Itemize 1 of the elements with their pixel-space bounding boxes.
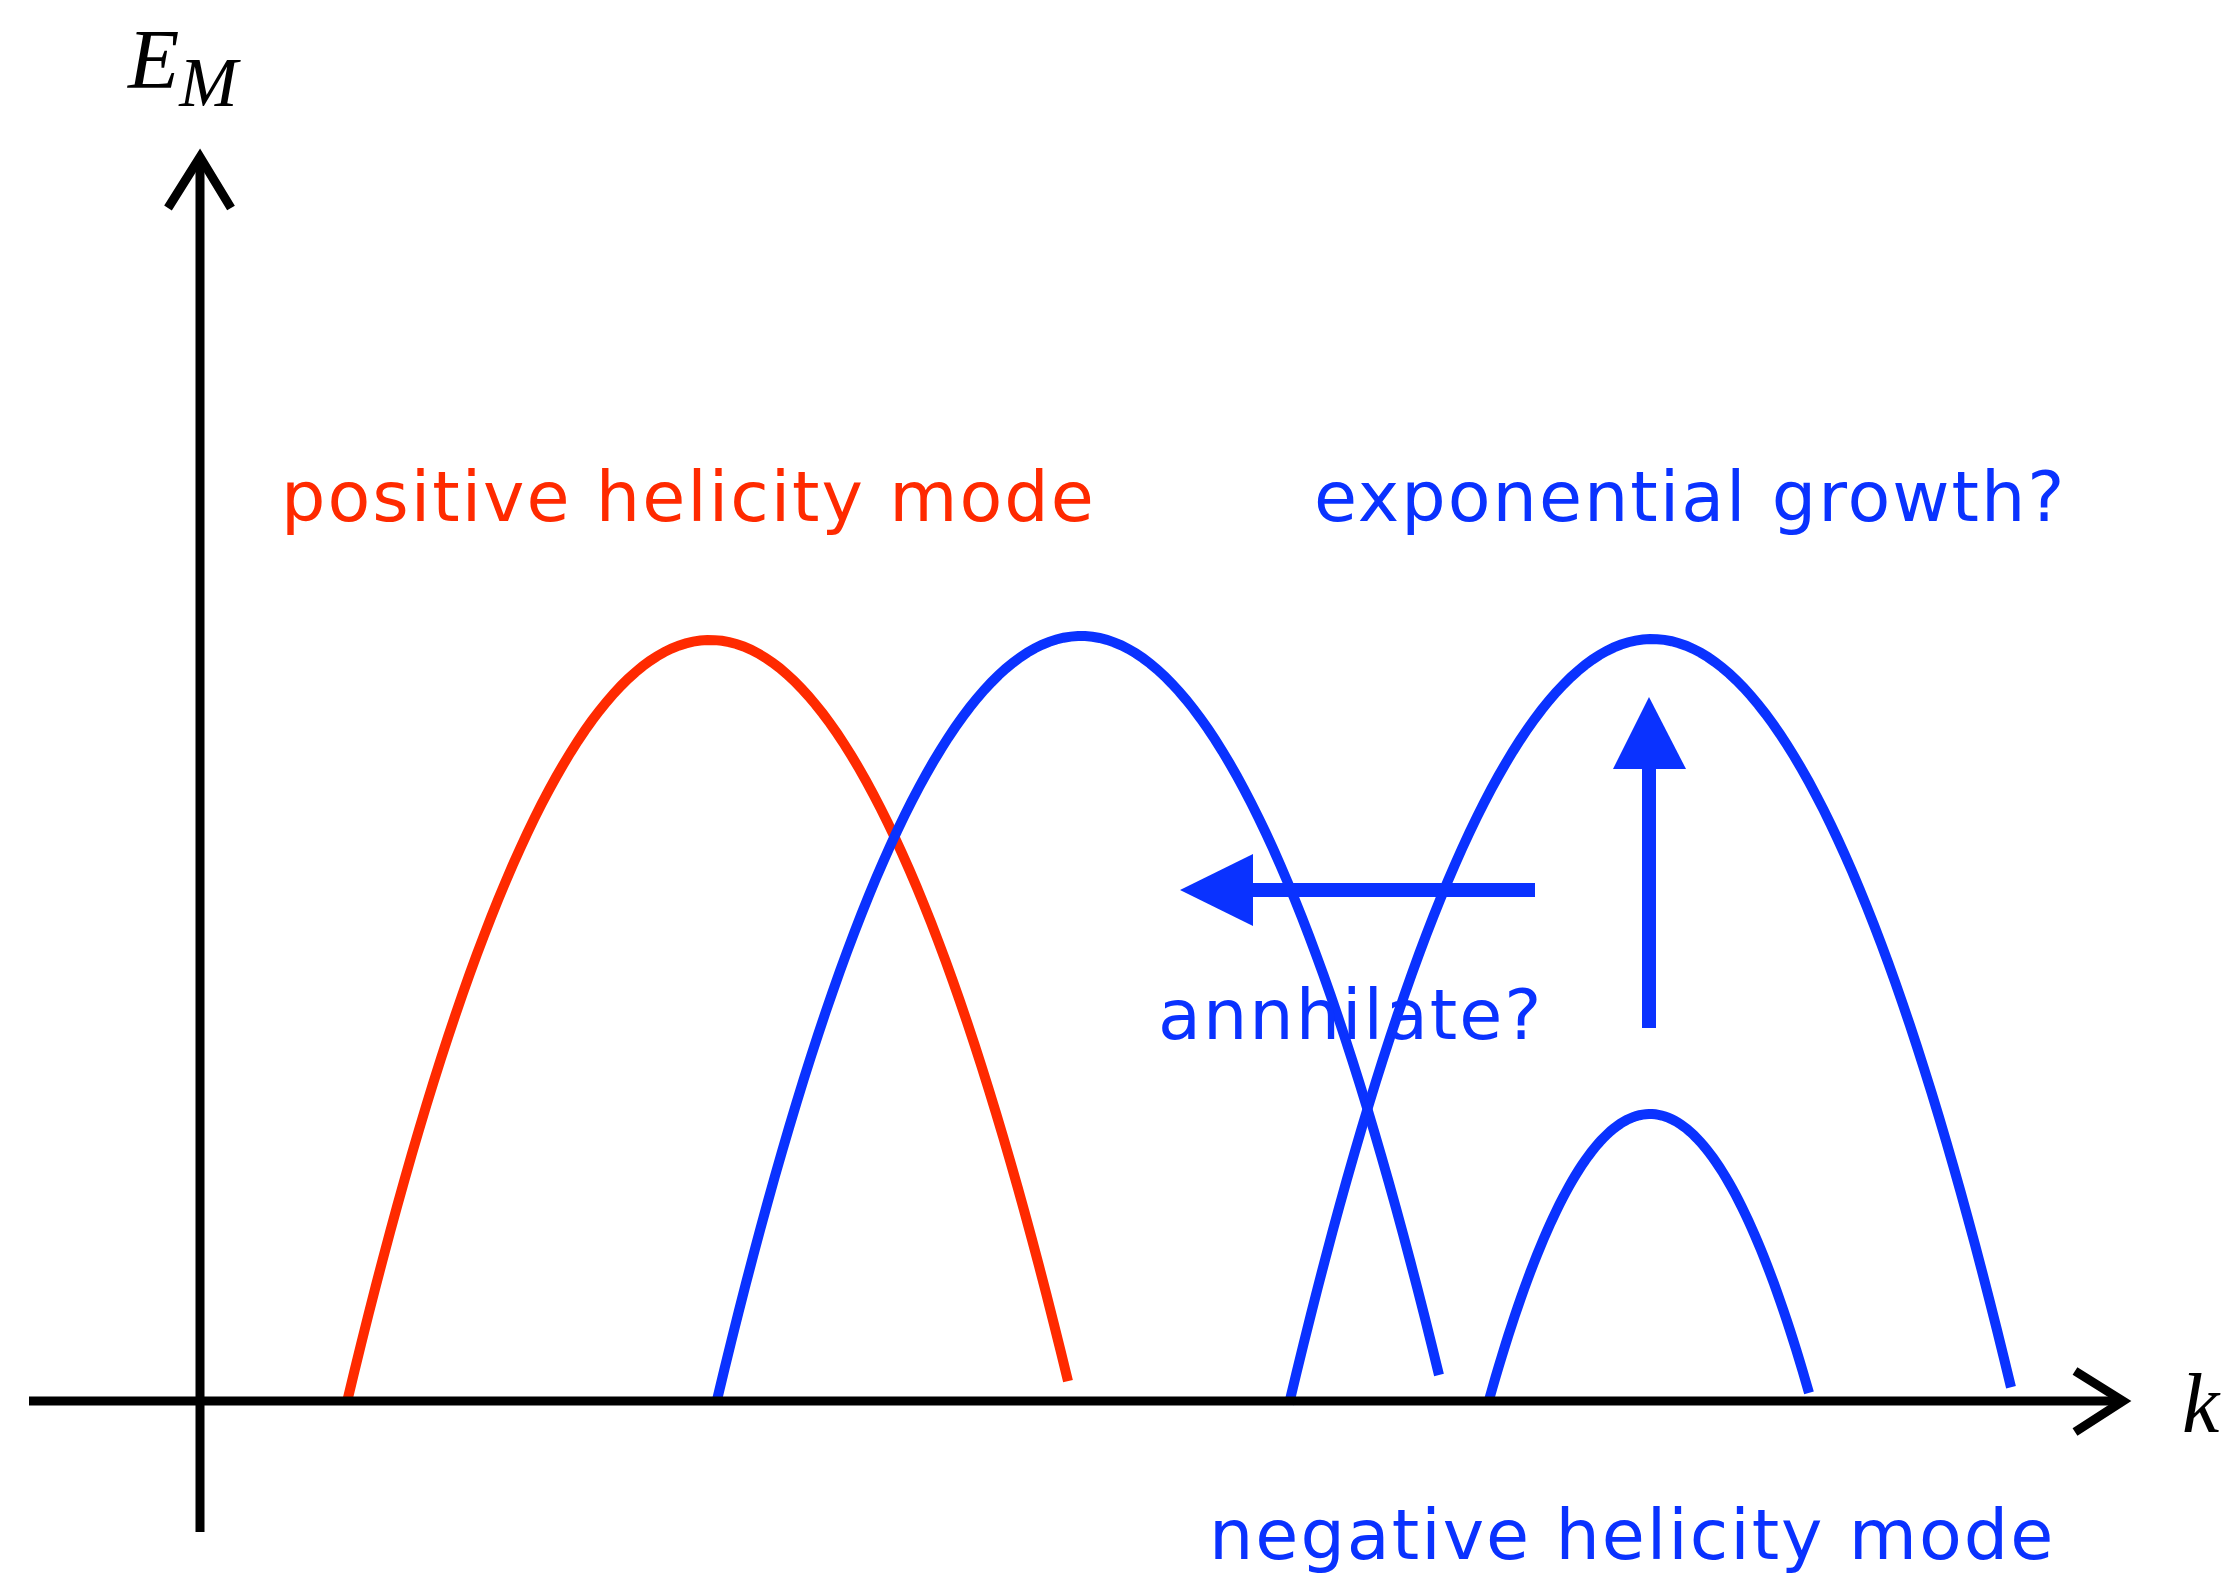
axis-label: k: [2182, 1362, 2220, 1446]
